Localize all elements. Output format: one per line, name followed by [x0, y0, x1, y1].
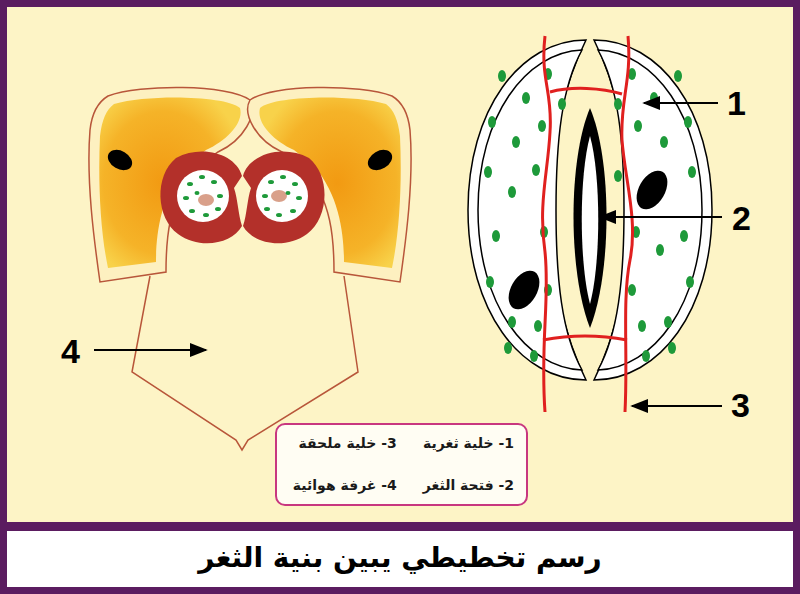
key-entry: 3- خلية ملحقة: [298, 435, 396, 452]
subsidiary-cell-wall: [543, 36, 633, 412]
key-entry: 1- خلية ثغرية: [423, 435, 514, 452]
stoma-pore: [582, 136, 599, 304]
key-entry: 2- فتحة الثغر: [423, 477, 514, 494]
nucleus: [502, 265, 546, 314]
epidermal-cell: [89, 87, 252, 282]
guard-cell-section: [160, 152, 242, 244]
chloroplasts: [484, 68, 696, 362]
key-box: 1- خلية ثغرية 2- فتحة الثغر 3- خلية ملحقة 4…: [275, 423, 528, 506]
callout-number: 1: [727, 86, 746, 120]
nucleus: [630, 165, 674, 214]
leader-arrow: [94, 103, 722, 406]
epidermal-cell: [248, 87, 411, 282]
callout-number: 4: [61, 334, 80, 368]
key-entry: 4- غرفة هوائية: [293, 477, 397, 494]
guard-cell: [468, 40, 712, 380]
guard-cell-section: [243, 152, 325, 244]
callout-number: 2: [732, 201, 751, 235]
page-title: رسم تخطيطي يبين بنية الثغر: [0, 541, 800, 575]
callout-number: 3: [731, 388, 750, 422]
